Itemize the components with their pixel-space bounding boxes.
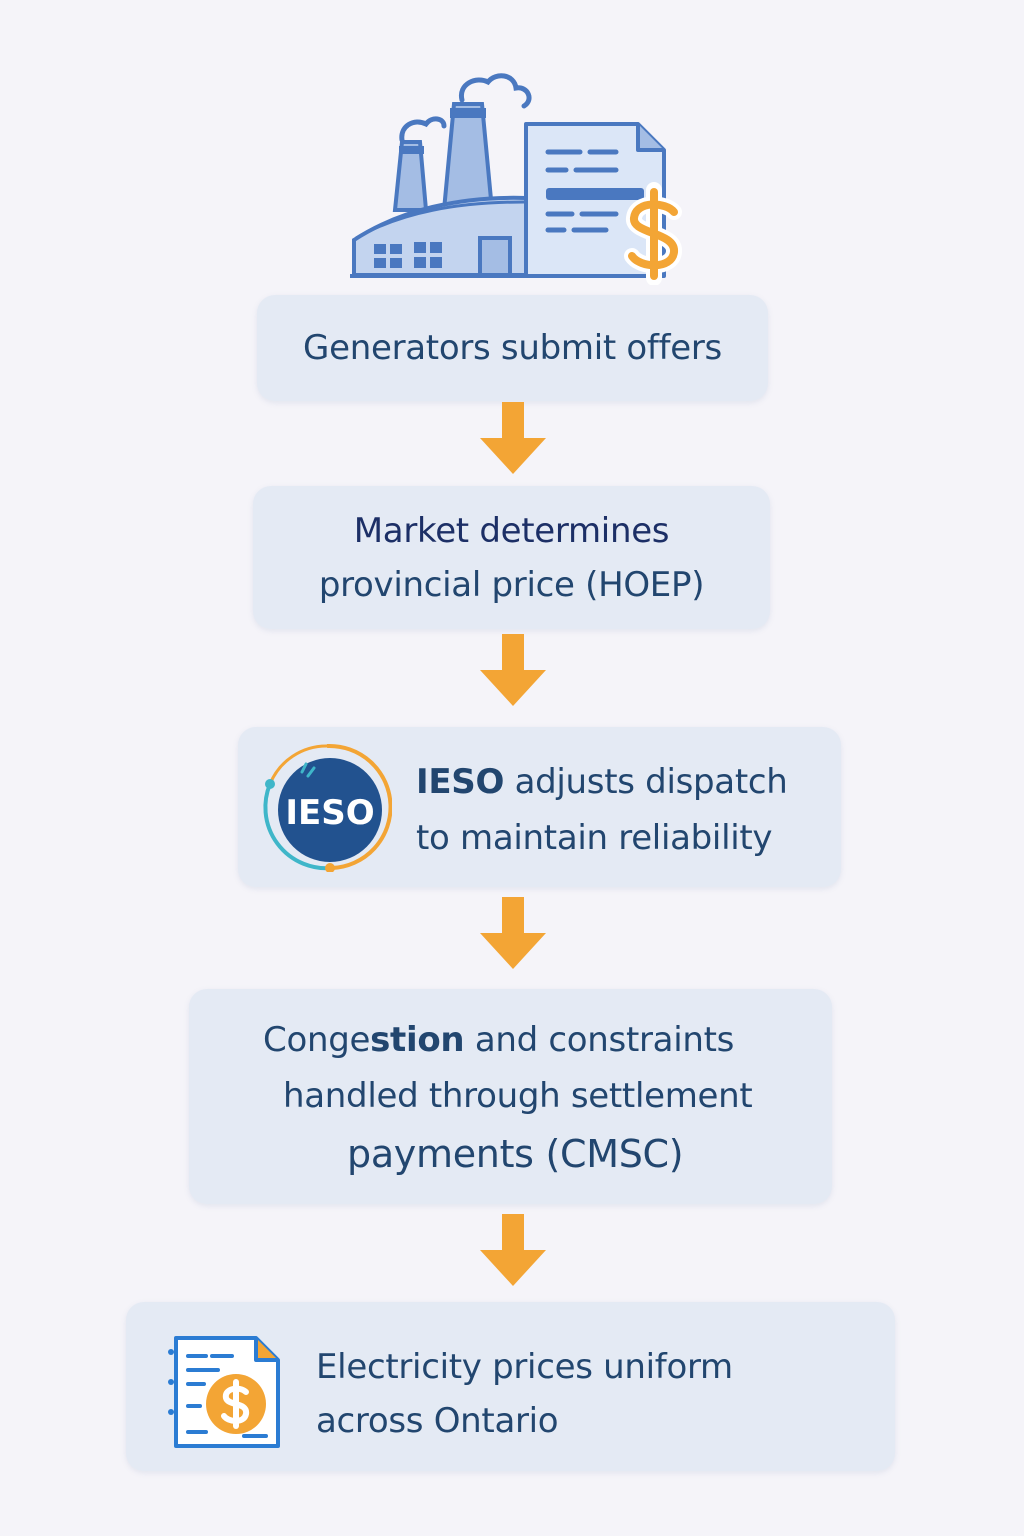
step-4-line-3: payments (CMSC) — [347, 1132, 684, 1176]
step-2-line-1: Market determines — [353, 511, 670, 551]
document-dollar-icon — [524, 122, 682, 285]
step-3-line-1: IESO adjusts dispatch — [416, 755, 836, 809]
ieso-logo-icon: IESO — [263, 743, 392, 872]
factory-icon — [350, 73, 532, 278]
step-3-line-2: to maintain reliability — [416, 818, 773, 858]
step-4-line-1: Congestion and constraints — [263, 1013, 823, 1067]
step-congestion-cmsc: Congestion and constraints handled throu… — [189, 989, 832, 1204]
generator-illustration — [340, 60, 700, 285]
step-generators-submit-offers: Generators submit offers — [257, 295, 768, 401]
arrow-down-icon — [480, 1214, 546, 1286]
arrow-down-icon — [480, 634, 546, 706]
step-4-line-1-b: stion — [370, 1020, 465, 1060]
step-uniform-prices: Electricity prices uniform across Ontari… — [126, 1302, 895, 1471]
step-4-line-2: handled through settlement — [283, 1076, 753, 1116]
step-market-determines-price: Market determines provincial price (HOEP… — [253, 486, 770, 629]
step-5-line-1: Electricity prices uniform — [316, 1347, 733, 1387]
step-5-line-2: across Ontario — [316, 1401, 559, 1441]
arrow-down-icon — [480, 402, 546, 474]
bill-icon-wrap — [166, 1332, 286, 1452]
step-4-line-1-a: Conge — [263, 1020, 371, 1060]
arrow-down-icon — [480, 897, 546, 969]
ieso-bold-label: IESO — [416, 762, 505, 802]
step-3-line-1-rest: adjusts dispatch — [504, 762, 788, 802]
step-ieso-adjusts-dispatch: IESO IESO adjusts dispatch to maintain r… — [238, 727, 841, 887]
ieso-logo: IESO — [262, 742, 392, 872]
step-4-line-1-c: and constraints — [464, 1020, 735, 1060]
ieso-logo-text: IESO — [285, 793, 374, 833]
step-2-line-2: provincial price (HOEP) — [318, 565, 705, 605]
step-1-text: Generators submit offers — [303, 328, 722, 368]
bill-dollar-icon — [168, 1336, 280, 1448]
